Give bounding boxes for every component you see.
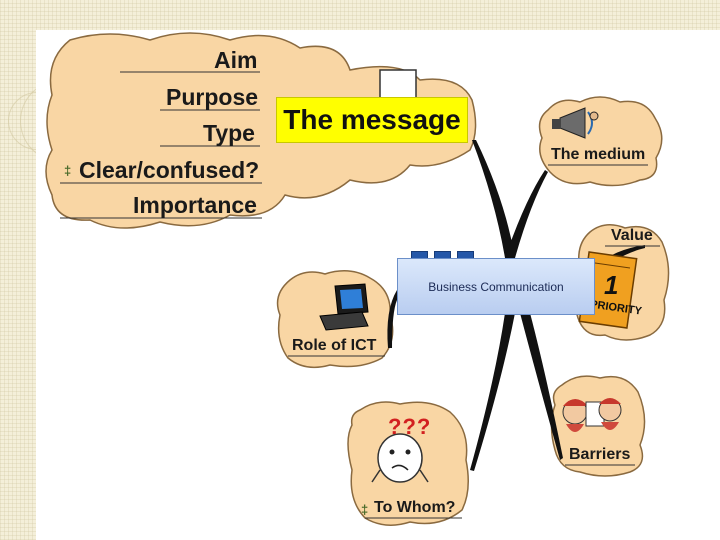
message-item-aim: Aim xyxy=(214,47,258,73)
branch-connector xyxy=(505,170,548,258)
priority-number: 1 xyxy=(604,270,619,300)
branch-connector xyxy=(520,313,563,460)
question-marks: ??? xyxy=(388,414,432,439)
branch-connector xyxy=(470,313,515,471)
branch-label-to-whom: To Whom? xyxy=(374,499,456,516)
confused-face-icon xyxy=(371,433,429,483)
message-item-clear-confused: Clear/confused? xyxy=(79,157,260,183)
central-topic-label: Business Communication xyxy=(428,279,564,294)
branch-label-value: Value xyxy=(611,227,653,244)
branch-label-role-of-ict: Role of ICT xyxy=(292,337,377,354)
laptop-icon xyxy=(319,283,369,331)
message-item-type: Type xyxy=(203,120,255,146)
branch-label-medium: The medium xyxy=(551,146,646,163)
pin-icon: ‡ xyxy=(64,163,72,178)
message-item-importance: Importance xyxy=(133,192,257,218)
people-icon xyxy=(562,398,622,432)
pin-icon: ‡ xyxy=(361,502,369,517)
branch-label-barriers: Barriers xyxy=(569,446,631,463)
message-item-purpose: Purpose xyxy=(166,84,259,110)
branch-connector xyxy=(472,140,515,258)
speech-bubble-icon xyxy=(377,69,417,107)
main-branch-label: The message xyxy=(276,97,468,143)
message-cloud xyxy=(45,32,477,229)
megaphone-icon xyxy=(552,107,599,139)
central-topic: Business Communication xyxy=(397,258,595,315)
medium-cloud xyxy=(538,96,663,187)
branch-connector xyxy=(387,290,397,348)
